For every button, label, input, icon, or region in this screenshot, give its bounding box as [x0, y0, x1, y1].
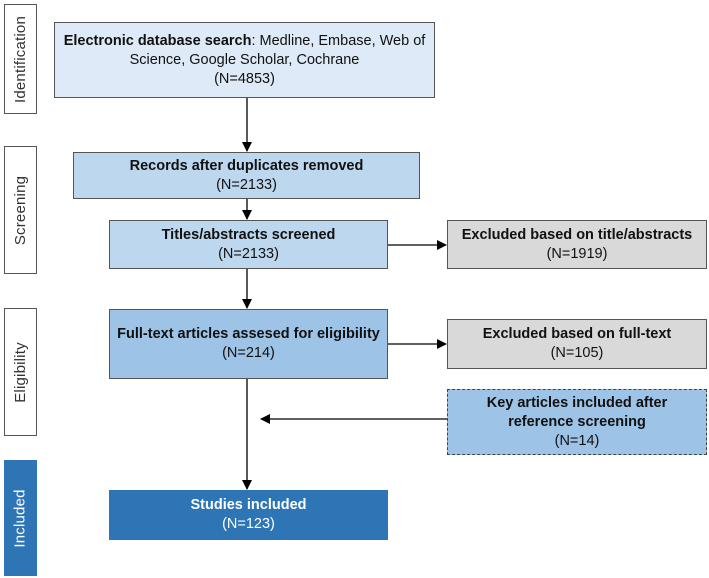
box-excluded-fulltext-title: Excluded based on full-text — [482, 326, 672, 342]
box-key-articles: Key articles included after reference sc… — [447, 389, 707, 455]
box-fulltext-assessed-title: Full-text articles assesed for eligibili… — [117, 326, 380, 342]
box-excluded-fulltext-count: (N=105) — [550, 345, 604, 361]
box-database-search-text: Electronic database search: Medline, Emb… — [61, 32, 428, 70]
box-database-search: Electronic database search: Medline, Emb… — [54, 22, 435, 98]
box-database-search-count: (N=4853) — [214, 70, 275, 87]
box-titles-screened: Titles/abstracts screened (N=2133) — [109, 220, 388, 269]
box-excluded-title-abstracts-title: Excluded based on title/abstracts — [461, 226, 693, 243]
box-titles-screened-count: (N=2133) — [218, 245, 279, 262]
stage-eligibility: Eligibility — [4, 308, 37, 436]
box-key-articles-title: Key articles included after reference sc… — [486, 394, 668, 430]
box-studies-included-count: (N=123) — [222, 516, 275, 532]
stage-included: Included — [4, 460, 37, 576]
box-database-search-sources: : Medline, Embase, Web of Science, Googl… — [129, 32, 426, 68]
box-duplicates-removed-count: (N=2133) — [216, 176, 277, 193]
box-duplicates-removed: Records after duplicates removed (N=2133… — [73, 152, 420, 199]
stage-identification: Identification — [4, 4, 37, 114]
box-duplicates-removed-title: Records after duplicates removed — [129, 157, 364, 174]
box-database-search-bold: Electronic database search — [63, 32, 252, 49]
box-fulltext-assessed-count: (N=214) — [222, 345, 275, 361]
box-excluded-title-abstracts: Excluded based on title/abstracts (N=191… — [447, 220, 707, 269]
box-key-articles-count: (N=14) — [554, 432, 600, 449]
box-excluded-title-abstracts-count: (N=1919) — [546, 245, 608, 262]
box-fulltext-assessed: Full-text articles assesed for eligibili… — [109, 309, 388, 379]
box-excluded-fulltext: Excluded based on full-text (N=105) — [447, 319, 707, 369]
box-titles-screened-title: Titles/abstracts screened — [161, 226, 336, 243]
stage-screening: Screening — [4, 146, 37, 274]
box-studies-included: Studies included (N=123) — [109, 490, 388, 540]
box-studies-included-title: Studies included — [190, 497, 307, 513]
